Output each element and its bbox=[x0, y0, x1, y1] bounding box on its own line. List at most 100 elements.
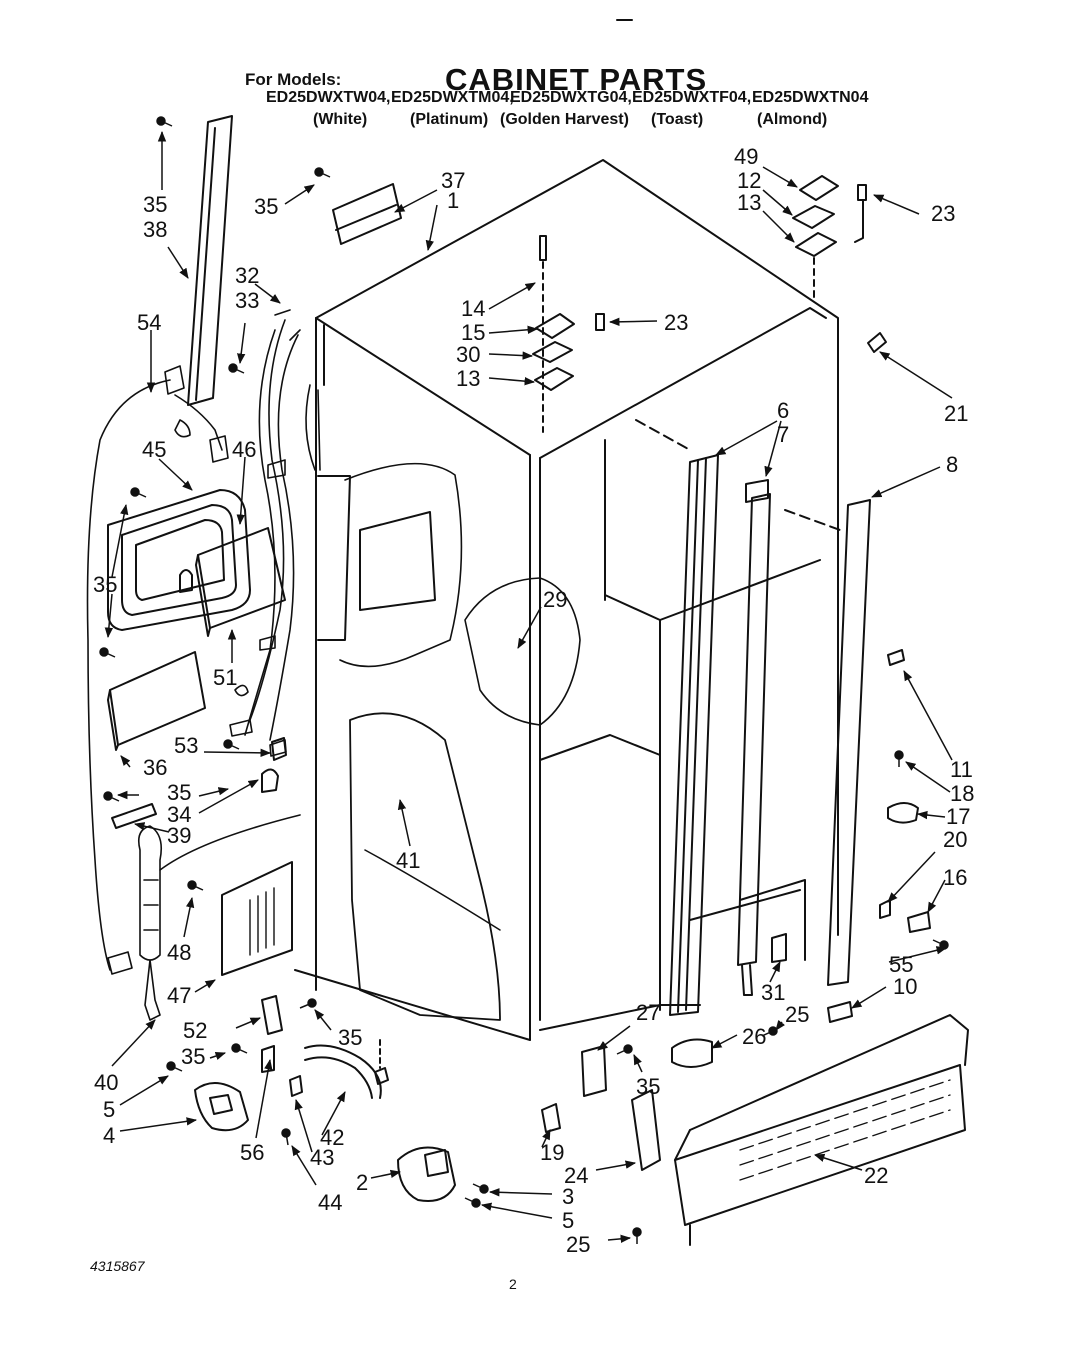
model-color: (Almond) bbox=[757, 111, 828, 128]
heater-loop bbox=[107, 489, 251, 631]
roller-cap bbox=[887, 802, 919, 824]
callout-43: 43 bbox=[310, 1145, 334, 1170]
callout-5: 5 bbox=[562, 1208, 574, 1233]
callout-15: 15 bbox=[461, 320, 485, 345]
hinge-bracket bbox=[581, 1045, 607, 1097]
callout-39: 39 bbox=[167, 823, 191, 848]
wire-clip bbox=[271, 737, 287, 761]
left-vertical-channel bbox=[187, 115, 233, 406]
relay-bracket bbox=[261, 995, 283, 1035]
spacer bbox=[771, 933, 787, 963]
leader-lines bbox=[104, 130, 953, 1244]
callout-36: 36 bbox=[143, 755, 167, 780]
callout-5: 5 bbox=[103, 1097, 115, 1122]
tube-clip bbox=[289, 1075, 303, 1097]
callout-46: 46 bbox=[232, 437, 256, 462]
lower-hinge bbox=[631, 1089, 661, 1171]
callout-32: 32 bbox=[235, 263, 259, 288]
callout-48: 48 bbox=[167, 940, 191, 965]
callout-49: 49 bbox=[734, 144, 758, 169]
lower-clip bbox=[541, 1103, 561, 1133]
callout-18: 18 bbox=[950, 781, 974, 806]
callout-17: 17 bbox=[946, 804, 970, 829]
callout-6: 6 bbox=[777, 398, 789, 423]
callout-12: 12 bbox=[737, 168, 761, 193]
callout-35: 35 bbox=[181, 1044, 205, 1069]
callout-51: 51 bbox=[213, 665, 237, 690]
callout-52: 52 bbox=[183, 1018, 207, 1043]
callout-22: 22 bbox=[864, 1163, 888, 1188]
insulation-block bbox=[195, 527, 286, 637]
callout-54: 54 bbox=[137, 310, 161, 335]
callout-35: 35 bbox=[636, 1074, 660, 1099]
callout-47: 47 bbox=[167, 983, 191, 1008]
freezer-hinge-assembly bbox=[532, 235, 605, 433]
callout-4: 4 bbox=[103, 1123, 115, 1148]
callout-40: 40 bbox=[94, 1070, 118, 1095]
callout-42: 42 bbox=[320, 1125, 344, 1150]
callout-14: 14 bbox=[461, 296, 485, 321]
callout-13: 13 bbox=[737, 190, 761, 215]
callout-45: 45 bbox=[142, 437, 166, 462]
callout-16: 16 bbox=[943, 865, 967, 890]
callout-3: 3 bbox=[562, 1184, 574, 1209]
callout-21: 21 bbox=[944, 401, 968, 426]
power-cord bbox=[86, 365, 301, 1021]
callout-8: 8 bbox=[946, 452, 958, 477]
model-color: (Golden Harvest) bbox=[500, 111, 629, 128]
callout-1: 1 bbox=[447, 188, 459, 213]
page-title: CABINET PARTS bbox=[445, 62, 708, 97]
callout-37: 37 bbox=[441, 168, 465, 193]
hinge-pin-cover bbox=[671, 1038, 713, 1068]
leveling-bracket bbox=[907, 911, 931, 933]
callout-11: 11 bbox=[950, 757, 973, 782]
latch bbox=[887, 649, 905, 666]
callout-27: 27 bbox=[636, 1000, 660, 1025]
cord-clamp bbox=[261, 768, 279, 793]
retainer-strip bbox=[111, 803, 157, 829]
cabinet-shell bbox=[294, 159, 839, 1041]
model-color: (Toast) bbox=[651, 111, 704, 128]
drain-tube bbox=[304, 1039, 389, 1099]
callout-26: 26 bbox=[742, 1024, 766, 1049]
callout-23: 23 bbox=[664, 310, 688, 335]
top-bracket bbox=[332, 183, 402, 245]
callout-19: 19 bbox=[540, 1140, 564, 1165]
mullion-channel bbox=[669, 454, 719, 1016]
callout-13: 13 bbox=[456, 366, 480, 391]
callout-20: 20 bbox=[943, 827, 967, 852]
document-number: 4315867 bbox=[90, 1258, 145, 1274]
callout-29: 29 bbox=[543, 587, 567, 612]
end-cap bbox=[827, 1001, 853, 1023]
callout-24: 24 bbox=[564, 1163, 588, 1188]
heater-cover-panel bbox=[107, 651, 206, 751]
model-number: ED25DWXTN04 bbox=[752, 89, 869, 106]
callout-35: 35 bbox=[167, 780, 191, 805]
callout-35: 35 bbox=[93, 572, 117, 597]
callout-23: 23 bbox=[931, 201, 955, 226]
callout-41: 41 bbox=[396, 848, 420, 873]
callout-35: 35 bbox=[143, 192, 167, 217]
callout-25: 25 bbox=[785, 1002, 809, 1027]
callout-56: 56 bbox=[240, 1140, 264, 1165]
callout-25: 25 bbox=[566, 1232, 590, 1257]
bracket-small bbox=[879, 899, 891, 919]
for-models-label: For Models: bbox=[245, 70, 342, 89]
model-color: (White) bbox=[313, 111, 368, 128]
compressor-relay bbox=[397, 1146, 456, 1202]
model-number: ED25DWXTW04, bbox=[266, 89, 391, 106]
mullion-strip bbox=[737, 479, 771, 996]
model-number: ED25DWXTG04, bbox=[510, 89, 632, 106]
callout-34: 34 bbox=[167, 802, 191, 827]
wiring-harness bbox=[229, 309, 321, 757]
model-color: (Platinum) bbox=[410, 111, 489, 128]
callout-30: 30 bbox=[456, 342, 480, 367]
toe-grille bbox=[674, 1014, 969, 1226]
upper-hinge-assembly bbox=[792, 175, 867, 301]
drain-pan-motor bbox=[194, 1082, 249, 1132]
clip-bracket bbox=[261, 1045, 275, 1073]
side-trim-strip bbox=[827, 499, 871, 986]
callout-labels: 35 38 35 37 1 32 33 54 45 46 35 51 53 36… bbox=[93, 144, 974, 1257]
model-number: ED25DWXTM04, bbox=[391, 89, 514, 106]
